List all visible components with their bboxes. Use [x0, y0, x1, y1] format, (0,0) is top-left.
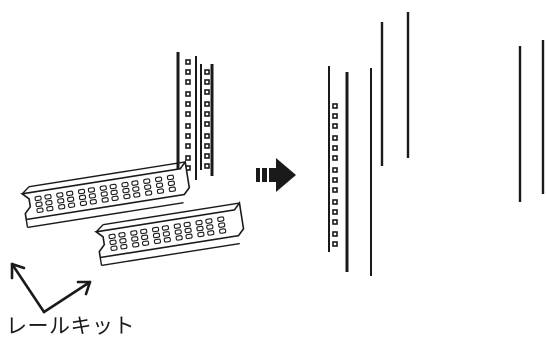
post-holes	[185, 59, 191, 171]
rack-post-rear-pair	[380, 12, 410, 166]
callout-arrows	[10, 262, 92, 314]
rail-kit-label: レールキット	[6, 314, 135, 338]
rail-slots	[108, 216, 227, 252]
rack-post-far-right-pair	[518, 40, 545, 202]
post-holes	[332, 103, 338, 247]
callout-arrow-left-icon	[10, 262, 46, 314]
rack-post-rear-left	[176, 52, 197, 186]
post-holes	[204, 69, 210, 169]
rack-post-rear-right	[200, 64, 214, 176]
rail-kit-piece-upper	[20, 159, 191, 229]
rail-slots	[34, 174, 176, 214]
right-arrow-icon	[256, 158, 296, 192]
rack-post-front-left	[328, 66, 349, 272]
callout-arrow-right-icon	[42, 280, 92, 314]
rail-kit-piece-lower	[94, 201, 245, 267]
